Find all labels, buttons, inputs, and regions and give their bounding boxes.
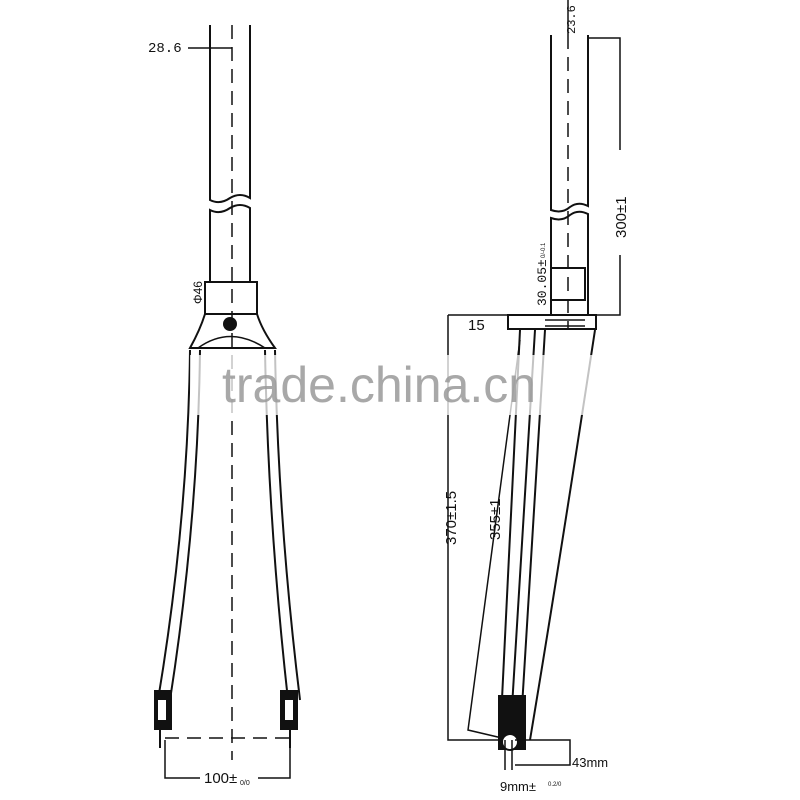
axle-to-crown-label: 370±1.5 bbox=[443, 491, 460, 545]
dropout-height-label: 43mm bbox=[572, 755, 608, 770]
dropout-spacing-label: 100± bbox=[204, 770, 237, 787]
steerer-top-diameter-label: 23.6 bbox=[565, 5, 579, 34]
crown-race-diameter-label: 30.05± bbox=[535, 259, 550, 306]
blade-length-label: 355±1 bbox=[487, 498, 504, 540]
watermark: trade.china.cn bbox=[222, 357, 536, 413]
dropout-slot-tolerance: 0.2/0 bbox=[548, 782, 562, 788]
right-fork-side-view: 23.6 300±1 30.05± 0/-0.1 15 370±1.5 355±… bbox=[443, 0, 630, 794]
dropout-slot-label: 9mm± bbox=[500, 779, 536, 794]
steerer-diameter-label: 28.6 bbox=[148, 41, 182, 57]
crown-diameter-label: Φ46 bbox=[191, 281, 205, 304]
steerer-length-label: 300±1 bbox=[613, 196, 630, 238]
rake-offset-label: 15 bbox=[468, 317, 485, 334]
dropout-spacing-tolerance: 0/0 bbox=[240, 780, 250, 787]
crown-race-tolerance: 0/-0.1 bbox=[541, 242, 547, 258]
